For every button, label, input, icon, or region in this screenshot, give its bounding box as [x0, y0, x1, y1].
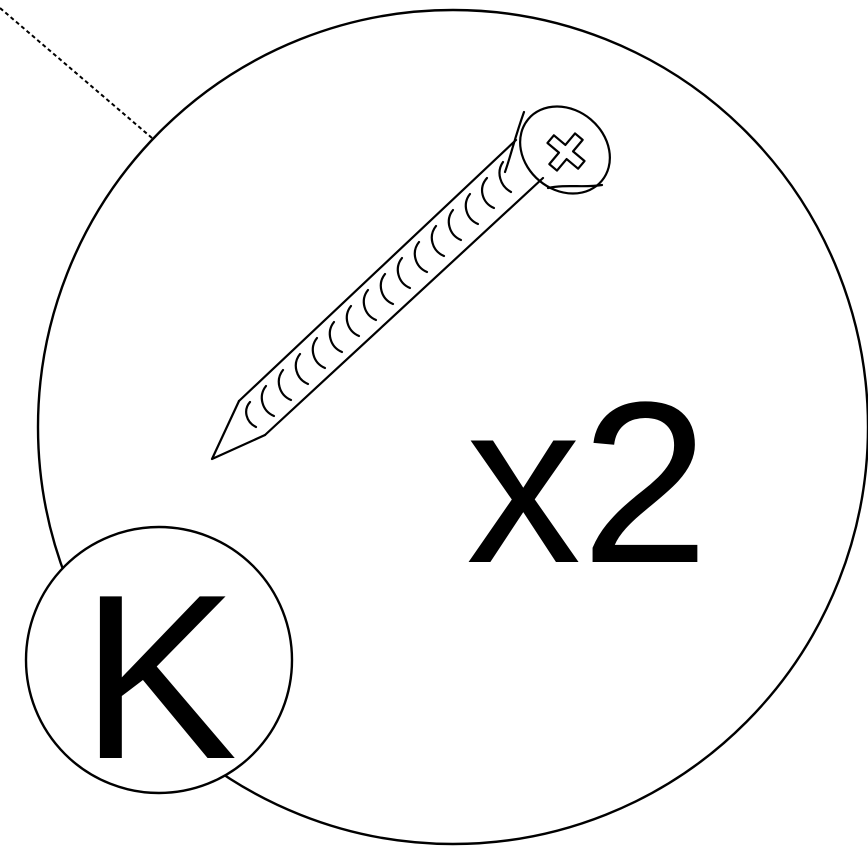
part-letter: K: [81, 545, 238, 808]
phillips-cross-icon: [546, 132, 586, 172]
screw-shank: [237, 138, 545, 437]
screw-icon: [210, 105, 611, 461]
screw-head-top: [519, 105, 611, 195]
screw-threads: [245, 160, 513, 429]
leader-line: [0, 7, 153, 139]
part-letter-circle: [24, 525, 294, 795]
quantity-label: x2: [466, 354, 709, 611]
screw-tip: [210, 399, 267, 461]
